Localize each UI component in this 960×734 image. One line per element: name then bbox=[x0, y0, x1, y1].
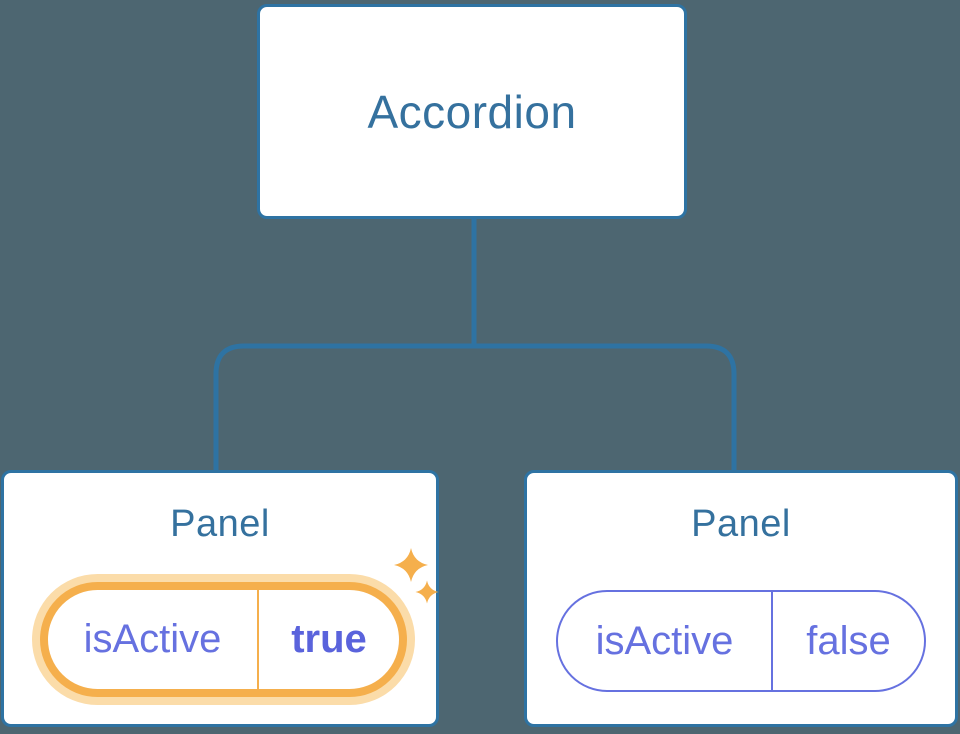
state-pill-divider bbox=[771, 592, 773, 690]
panel-component-label: Panel bbox=[170, 503, 270, 545]
sparkle-icon bbox=[394, 548, 439, 604]
sparkle-icon-small bbox=[415, 580, 439, 604]
accordion-component-box: Accordion bbox=[257, 4, 687, 219]
connector-branch-bracket bbox=[213, 343, 737, 471]
state-pill-inactive: isActive false bbox=[556, 590, 926, 692]
state-key-label: isActive bbox=[83, 617, 222, 661]
state-pill-divider bbox=[257, 590, 259, 689]
sparkle-icon-large bbox=[394, 548, 428, 582]
state-value-label: true bbox=[291, 617, 367, 661]
state-value-label: false bbox=[806, 618, 891, 663]
state-pill-active: isActive true bbox=[40, 582, 407, 697]
panel-component-box-inactive: Panel isActive false bbox=[524, 470, 958, 727]
accordion-component-label: Accordion bbox=[367, 85, 577, 138]
panel-component-label: Panel bbox=[691, 503, 791, 545]
state-key-label: isActive bbox=[595, 618, 734, 663]
panel-component-box-active: Panel isActive true bbox=[1, 470, 439, 727]
